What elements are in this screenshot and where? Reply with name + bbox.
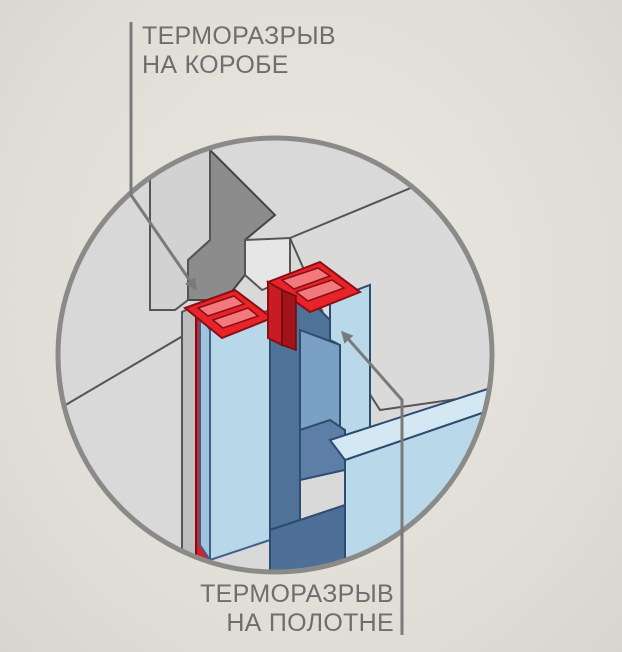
leaf-lower-step <box>269 503 346 572</box>
leaf-thermal-break <box>265 260 363 352</box>
frame-thermal-break-label: ТЕРМОРАЗРЫВ НА КОРОБЕ <box>142 22 336 80</box>
magnifier-circle-outline <box>55 135 495 575</box>
frame-leader-line <box>129 22 197 291</box>
frame-thermal-break-top <box>182 288 275 340</box>
frame-label-line1: ТЕРМОРАЗРЫВ <box>142 22 336 50</box>
frame-profile-blue-face <box>209 308 271 562</box>
leaf-label-line1: ТЕРМОРАЗРЫВ <box>200 580 394 608</box>
frame-profile-blue-side <box>199 311 211 564</box>
leaf-label-line2: НА ПОЛОТНЕ <box>226 609 394 637</box>
leaf-thermal-break-label: ТЕРМОРАЗРЫВ НА ПОЛОТНЕ <box>200 580 394 638</box>
leaf-leader-line <box>341 330 404 635</box>
frame-profile-grey-edge <box>181 303 197 567</box>
leaf-outer-panel-top <box>328 383 492 462</box>
frame-label-line2: НА КОРОБЕ <box>142 51 289 79</box>
